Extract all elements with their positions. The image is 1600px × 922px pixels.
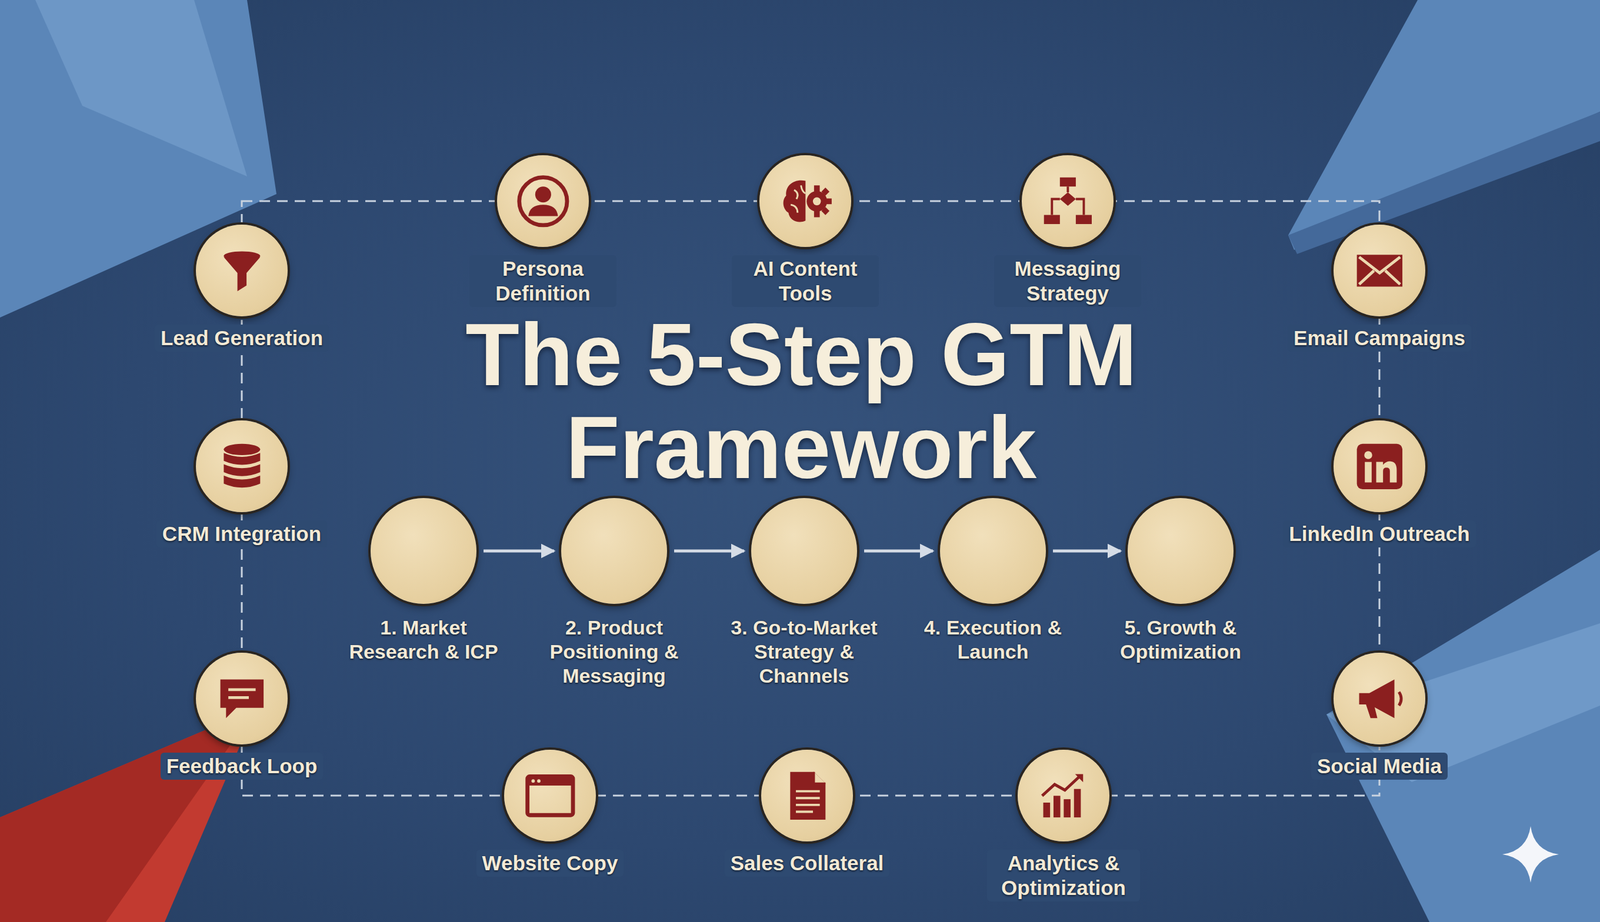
icon-circle (497, 155, 589, 248)
step-label: 5. Growth & Optimization (1092, 615, 1269, 665)
paper-plane-fold (35, 0, 248, 177)
step-circle (561, 498, 668, 605)
icon-circle (504, 750, 596, 842)
step-node: 4. Execution & Launch (904, 498, 1082, 665)
step-node: 2. Product Positioning & Messaging (525, 498, 703, 688)
funnel-icon (213, 242, 271, 300)
icon-label: Feedback Loop (160, 752, 324, 780)
icon-circle (195, 224, 288, 317)
icon-node: CRM Integration (141, 420, 342, 548)
icon-circle (759, 155, 852, 248)
icon-node: Website Copy (461, 750, 639, 878)
paper-plane (0, 0, 277, 318)
icon-circle (1333, 652, 1426, 745)
step-arrow (864, 550, 933, 553)
icon-label: Email Campaigns (1287, 324, 1472, 352)
step-circle (1127, 498, 1234, 605)
diagram-title: The 5-Step GTM Framework (389, 308, 1213, 495)
icon-label: Lead Generation (154, 324, 329, 352)
icon-node: Social Media (1279, 652, 1480, 780)
step-circle (751, 498, 858, 605)
icon-node: LinkedIn Outreach (1267, 420, 1492, 548)
chart-icon (1035, 767, 1093, 825)
icon-label: AI Content Tools (731, 255, 879, 308)
red-paper-plane-fold (0, 708, 256, 922)
icon-label: Website Copy (476, 850, 625, 878)
icon-circle (195, 652, 288, 745)
paper-plane (1288, 0, 1600, 250)
flow-icon (1039, 172, 1097, 230)
icon-node: Sales Collateral (710, 750, 905, 878)
icon-label: Persona Definition (469, 255, 617, 308)
envelope-icon (1351, 242, 1409, 300)
linkedin-icon (1351, 438, 1409, 496)
icon-node: Lead Generation (141, 224, 342, 352)
chat-icon (213, 670, 271, 728)
doc-icon (778, 767, 836, 825)
icon-label: Analytics & Optimization (987, 850, 1140, 902)
icon-circle (1021, 155, 1114, 248)
icon-node: Feedback Loop (141, 652, 342, 780)
step-circle (370, 498, 477, 605)
person-icon (514, 172, 572, 230)
step-arrow (1052, 550, 1121, 553)
step-label: 4. Execution & Launch (904, 615, 1082, 665)
step-node: 1. Market Research & ICP (335, 498, 512, 665)
icon-label: LinkedIn Outreach (1282, 520, 1476, 548)
icon-circle (1333, 420, 1426, 513)
icon-circle (195, 420, 288, 513)
icon-circle (1017, 750, 1110, 842)
icon-circle (761, 750, 853, 842)
red-paper-plane (0, 708, 256, 922)
megaphone-icon (1351, 670, 1409, 728)
sparkle (1502, 826, 1559, 883)
step-label: 1. Market Research & ICP (335, 615, 512, 665)
icon-label: Messaging Strategy (994, 255, 1142, 308)
step-node: 3. Go-to-Market Strategy & Channels (715, 498, 893, 688)
dashed-frame (241, 201, 1380, 796)
icon-circle (1333, 224, 1426, 317)
icon-label: CRM Integration (156, 520, 328, 548)
icon-node: AI Content Tools (731, 155, 879, 308)
icon-label: Sales Collateral (724, 850, 890, 878)
icon-node: Analytics & Optimization (987, 750, 1140, 902)
step-arrow (483, 550, 555, 553)
step-circle (940, 498, 1046, 605)
paper-plane (1326, 550, 1600, 922)
brain-icon (777, 172, 835, 230)
icon-label: Social Media (1311, 752, 1448, 780)
step-label: 3. Go-to-Market Strategy & Channels (715, 615, 893, 688)
step-label: 2. Product Positioning & Messaging (525, 615, 703, 688)
icon-node: Email Campaigns (1273, 224, 1486, 352)
database-icon (213, 438, 271, 496)
icon-node: Persona Definition (469, 155, 617, 308)
step-arrow (674, 550, 745, 553)
browser-icon (521, 767, 579, 825)
paper-plane-fold (1288, 111, 1600, 255)
icon-node: Messaging Strategy (994, 155, 1142, 308)
step-node: 5. Growth & Optimization (1092, 498, 1269, 665)
